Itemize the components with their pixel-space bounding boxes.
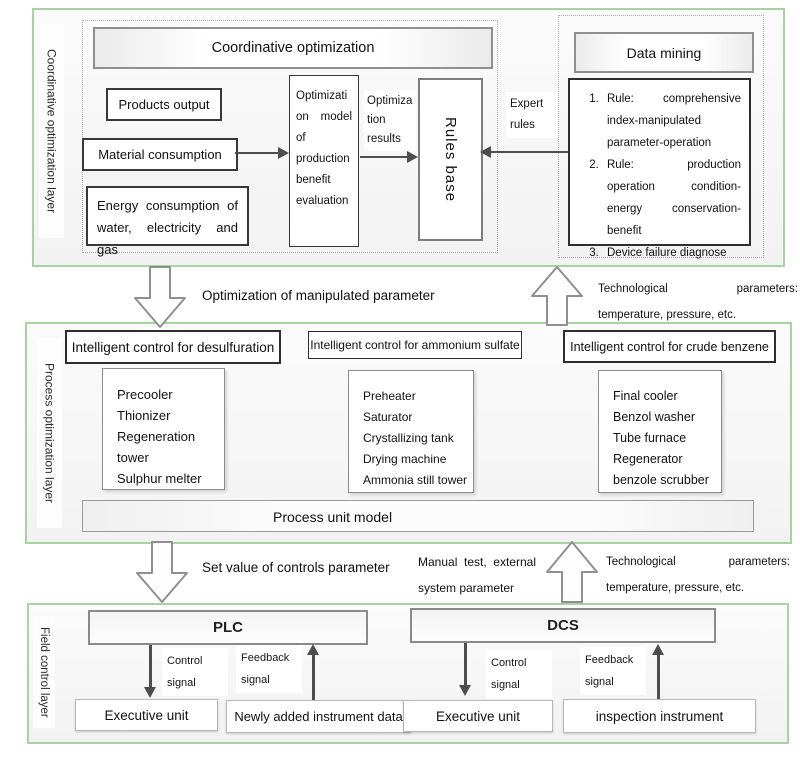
block-arrow-up-icon	[546, 541, 598, 603]
list-item: Regenerator	[613, 452, 683, 466]
list-item: Drying machine	[363, 452, 447, 466]
field-layer-label: Field control layer	[33, 616, 55, 728]
list-item: Rule: production operation condition-ene…	[602, 154, 741, 242]
list-item: Sulphur melter	[117, 471, 202, 486]
list-item: Saturator	[363, 410, 413, 424]
arrow-datamining-to-rulesbase-line	[491, 151, 568, 153]
dcs-control-arrow-line	[464, 643, 467, 686]
dcs-box: DCS	[410, 608, 716, 643]
set-value-of-controls-parameter-label: Set value of controls parameter	[202, 560, 390, 575]
material-consumption-box: Material consumption	[82, 138, 238, 171]
block-arrow-down-icon	[134, 266, 186, 328]
process-unit-model-box: Process unit model	[82, 500, 754, 532]
data-mining-dashed-group	[558, 15, 764, 258]
coordinative-optimization-header: Coordinative optimization	[93, 27, 493, 69]
coordinative-layer-label: Coordinative optimization layer	[39, 24, 64, 238]
list-item: Crystallizing tank	[363, 431, 454, 445]
block-arrow-up-icon	[531, 266, 583, 326]
manual-test-label: Manual test, external system parameter	[418, 555, 536, 595]
list-item: benzole scrubber	[613, 473, 709, 487]
plc-control-signal-label: Control signal	[162, 648, 228, 696]
executive-unit-box-dcs: Executive unit	[403, 700, 553, 732]
data-mining-rules-box: Rule: comprehensive index-manipulated pa…	[568, 78, 751, 259]
coordinative-layer-label-text: Coordinative optimization layer	[44, 48, 59, 214]
plc-box: PLC	[88, 610, 368, 645]
process-layer-label-text: Process optimization layer	[42, 362, 57, 504]
dcs-feedback-signal-label: Feedback signal	[580, 647, 646, 695]
rules-base-label: Rules base	[442, 116, 459, 203]
field-layer-label-text: Field control layer	[38, 626, 50, 718]
plc-feedback-arrow-line	[312, 655, 315, 700]
arrow-model-to-rulesbase-head-icon	[407, 151, 418, 163]
energy-consumption-box: Energy consumption of water, electricity…	[86, 186, 249, 257]
technological-parameters-label-top: Technological parameters: temperature, p…	[598, 283, 798, 321]
intelligent-control-crude-benzene-header: Intelligent control for crude benzene	[563, 330, 776, 363]
optimization-model-box: Optimization model of production benefit…	[289, 75, 359, 247]
block-arrow-down-icon	[136, 541, 188, 603]
plc-feedback-signal-label: Feedback signal	[236, 645, 302, 693]
dcs-control-signal-label: Control signal	[486, 650, 552, 698]
list-item: Tube furnace	[613, 431, 687, 445]
technological-parameters-label-bottom: Technological parameters: temperature, p…	[606, 556, 790, 594]
optimization-of-manipulated-parameter-label: Optimization of manipulated parameter	[202, 288, 435, 303]
executive-unit-box-plc: Executive unit	[75, 699, 218, 731]
list-item: Precooler	[117, 387, 173, 402]
arrow-material-to-model-head-icon	[278, 147, 289, 159]
list-item: Ammonia still tower	[363, 473, 468, 487]
newly-added-instrument-data-box: Newly added instrument data	[226, 700, 411, 733]
list-item: Preheater	[363, 389, 416, 403]
list-item: Device failure diagnose	[602, 242, 741, 264]
arrow-material-to-model-line	[235, 152, 279, 154]
rules-base-box: Rules base	[418, 78, 483, 241]
arrow-datamining-to-rulesbase-head-icon	[480, 146, 491, 158]
data-mining-rules-list: Rule: comprehensive index-manipulated pa…	[572, 88, 741, 264]
arrow-model-to-rulesbase-line	[360, 156, 407, 158]
plc-control-arrow-head-icon	[144, 687, 156, 698]
inspection-instrument-box: inspection instrument	[563, 699, 756, 733]
list-item: Rule: comprehensive index-manipulated pa…	[602, 88, 741, 154]
plc-feedback-arrow-head-icon	[307, 644, 319, 655]
coordinative-left-dashed-group	[82, 20, 498, 253]
expert-rules-label: Expert rules	[506, 92, 558, 138]
dcs-feedback-arrow-line	[657, 655, 660, 700]
list-item: Final cooler	[613, 389, 678, 403]
optimization-results-label: Optimization results	[364, 90, 416, 151]
dcs-control-arrow-head-icon	[459, 685, 471, 696]
products-output-box: Products output	[106, 88, 222, 121]
list-item: Thionizer	[117, 408, 171, 423]
plc-control-arrow-line	[149, 645, 152, 688]
list-item: Benzol washer	[613, 410, 695, 424]
process-layer-label: Process optimization layer	[37, 338, 62, 528]
list-item: Regeneration tower	[117, 429, 196, 465]
data-mining-header: Data mining	[574, 32, 754, 73]
dcs-feedback-arrow-head-icon	[652, 644, 664, 655]
intelligent-control-desulfuration-header: Intelligent control for desulfuration	[65, 330, 281, 364]
intelligent-control-ammonium-sulfate-header: Intelligent control for ammonium sulfate	[308, 331, 522, 359]
